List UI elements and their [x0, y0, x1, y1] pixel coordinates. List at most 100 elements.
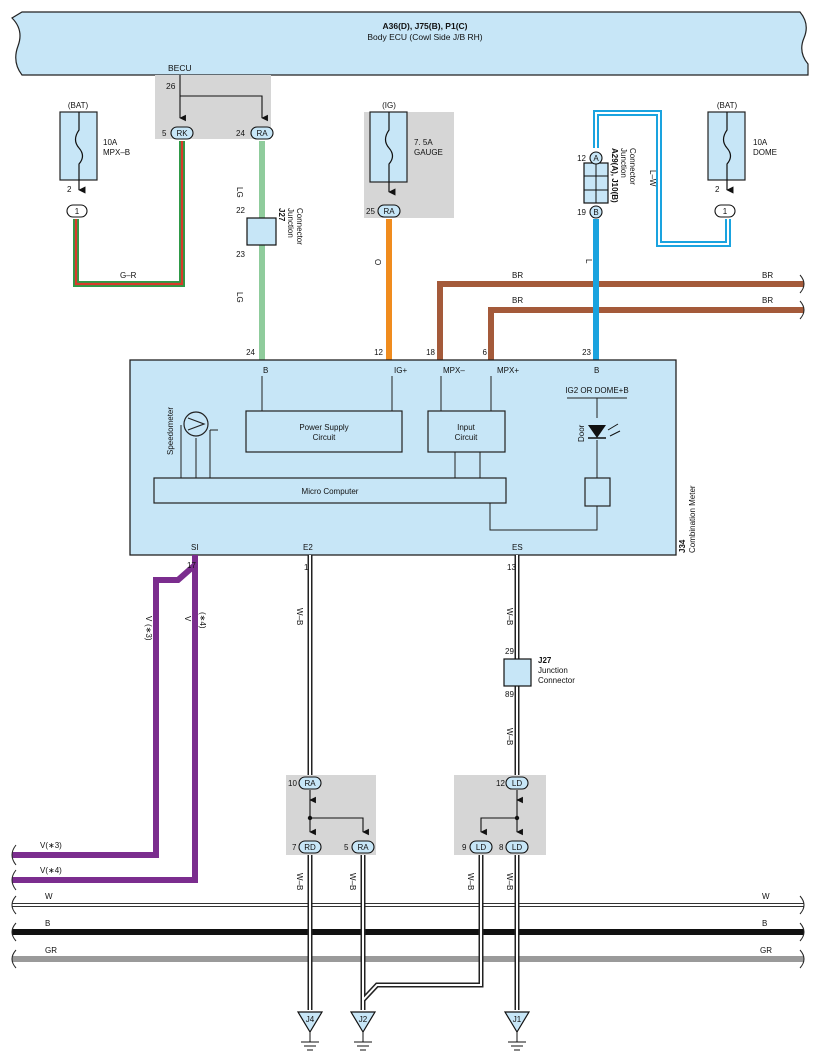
j27-top-label2: Connector	[295, 208, 304, 245]
svg-text:5: 5	[344, 843, 349, 852]
fuse-mpx-connector	[66, 204, 88, 218]
junction-a29: A B 12 19 A29(A), J10(B) Junction Connec…	[577, 148, 637, 219]
svg-text:9: 9	[462, 843, 467, 852]
wire-v	[12, 555, 198, 883]
j27-bottom-code: J27	[538, 656, 552, 665]
svg-text:A: A	[593, 154, 599, 163]
svg-text:RA: RA	[304, 779, 316, 788]
wire-break-marks	[11, 844, 805, 969]
fuse-dome-name: DOME	[753, 148, 777, 157]
j27-bottom-pin-top: 29	[505, 647, 514, 656]
note-v-3: (∗3)	[144, 624, 153, 641]
j27-bottom-pin-bottom: 89	[505, 690, 514, 699]
svg-text:RK: RK	[176, 129, 188, 138]
wire-label-lg-2: LG	[235, 292, 244, 303]
micro-computer	[153, 477, 507, 504]
fuse-gauge: (IG) 7. 5A GAUGE 25 RA	[366, 101, 443, 218]
fuse-dome: (BAT) 10A DOME 2 1	[707, 101, 777, 218]
becu-split	[179, 75, 268, 122]
wire-label-g-r: G–R	[120, 271, 137, 280]
a29-pin-top: 12	[577, 154, 586, 163]
ig2-dome-label: IG2 OR DOME+B	[565, 386, 628, 395]
bus-label-w-right: W	[762, 892, 770, 901]
svg-text:Input: Input	[457, 423, 476, 432]
bus-label-b-left: B	[45, 919, 50, 928]
meter-pin-b-label: B	[263, 366, 268, 375]
wire-label-w-b-1: W–B	[295, 608, 304, 625]
meter-pin-ig-label: IG+	[394, 366, 407, 375]
fuse-dome-rating: 10A	[753, 138, 768, 147]
fuse-mpx-name: MPX–B	[103, 148, 130, 157]
svg-text:7: 7	[292, 843, 297, 852]
meter-pin-b2-num: 23	[582, 348, 591, 357]
speedometer-label: Speedometer	[166, 407, 175, 455]
a29-code: A29(A), J10(B)	[610, 148, 619, 203]
meter-pin-b-num: 24	[246, 348, 255, 357]
wire-break-right	[799, 274, 805, 320]
a29-pin-bottom: 19	[577, 208, 586, 217]
svg-text:RA: RA	[256, 129, 268, 138]
fuse-mpx-source: (BAT)	[68, 101, 89, 110]
j27-top-code: J27	[277, 208, 286, 222]
svg-text:RA: RA	[357, 843, 369, 852]
meter-pin-mpxp-num: 6	[483, 348, 488, 357]
j27-bottom-label2: Connector	[538, 676, 575, 685]
meter-pin-es-label: ES	[512, 543, 523, 552]
meter-code: J34	[678, 539, 687, 553]
fuse-gauge-pin: 25	[366, 207, 375, 216]
meter-pin-b2-label: B	[594, 366, 599, 375]
ecu-title: A36(D), J75(B), P1(C)	[382, 21, 467, 31]
becu-label: BECU	[168, 63, 192, 73]
becu-terminal-rk-pin: 5	[162, 129, 167, 138]
left-label-v4: V(∗4)	[40, 866, 62, 875]
svg-text:RA: RA	[383, 207, 395, 216]
svg-text:8: 8	[499, 843, 504, 852]
svg-text:LD: LD	[476, 843, 486, 852]
svg-text:B: B	[593, 208, 598, 217]
wire-label-w-b-5: W–B	[348, 873, 357, 890]
meter-pin-si-label: SI	[191, 543, 199, 552]
wire-label-w-b-6: W–B	[466, 873, 475, 890]
svg-text:1: 1	[75, 207, 80, 216]
note-v-4: (∗4)	[198, 612, 207, 629]
wire-label-o: O	[373, 259, 382, 265]
svg-text:Circuit: Circuit	[455, 433, 478, 442]
left-label-v3: V(∗3)	[40, 841, 62, 850]
svg-text:LD: LD	[512, 843, 522, 852]
svg-text:J2: J2	[359, 1015, 368, 1024]
ecu-subtitle: Body ECU (Cowl Side J/B RH)	[367, 32, 482, 42]
bus-label-gr-right: GR	[760, 946, 772, 955]
fuse-mpx-rating: 10A	[103, 138, 118, 147]
j27-top-label1: Junction	[286, 208, 295, 238]
svg-text:12: 12	[496, 779, 505, 788]
svg-text:Micro Computer: Micro Computer	[302, 487, 359, 496]
bus-label-w-left: W	[45, 892, 53, 901]
wire-label-v-2: V	[183, 616, 192, 622]
fuse-dome-pin: 2	[715, 185, 720, 194]
meter-pin-e2-label: E2	[303, 543, 313, 552]
ground-j4: J4	[296, 1011, 324, 1051]
wire-label-br-1: BR	[512, 271, 523, 280]
fuse-dome-source: (BAT)	[717, 101, 738, 110]
wire-label-w-b-7: W–B	[505, 873, 514, 890]
bus-lines	[12, 903, 804, 962]
wire-label-br-3: BR	[512, 296, 523, 305]
fuse-gauge-name: GAUGE	[414, 148, 443, 157]
j27-bottom-label1: Junction	[538, 666, 568, 675]
junction-j27-top: 22 23 J27 Junction Connector	[236, 206, 304, 259]
meter-pin-e2-num: 1	[304, 563, 309, 572]
a29-label2: Connector	[628, 148, 637, 185]
meter-name: Combination Meter	[688, 485, 697, 553]
svg-text:RD: RD	[304, 843, 316, 852]
power-supply-circuit	[245, 410, 403, 453]
svg-text:1: 1	[723, 207, 728, 216]
body-ecu: A36(D), J75(B), P1(C) Body ECU (Cowl Sid…	[11, 11, 809, 76]
meter-pin-ig-num: 12	[374, 348, 383, 357]
svg-text:J1: J1	[513, 1015, 522, 1024]
combination-meter: J34 Combination Meter 24 B 12 IG+ 18 MPX…	[129, 348, 697, 556]
meter-pin-mpxm-label: MPX–	[443, 366, 465, 375]
ground-splice-left-internal: RA 10 RD 7 RA 5	[288, 776, 375, 854]
wire-label-w-b-4: W–B	[295, 873, 304, 890]
j27-top-pin-bottom: 23	[236, 250, 245, 259]
